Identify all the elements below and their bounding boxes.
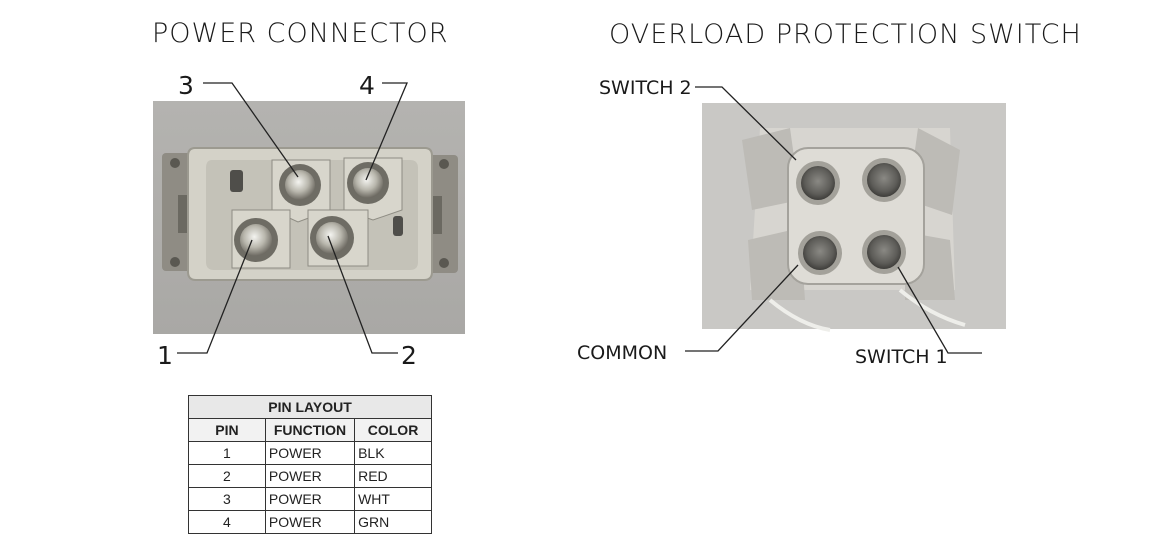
table-row: 3 POWER WHT — [188, 487, 432, 511]
header-function: FUNCTION — [264, 418, 356, 442]
function-cell: POWER — [264, 464, 356, 488]
header-color: COLOR — [354, 418, 432, 442]
pin-layout-caption: PIN LAYOUT — [188, 395, 432, 419]
pin-number-2: 2 — [401, 341, 417, 370]
pin-number-4: 4 — [359, 71, 375, 100]
leader-lines — [177, 82, 982, 354]
leader-pin-1 — [177, 239, 253, 354]
power-connector-title: POWER CONNECTOR — [152, 18, 449, 49]
connector-pin-1 — [231, 209, 291, 269]
switch-2-label: SWITCH 2 — [599, 77, 692, 99]
leader-pin-4 — [365, 82, 408, 181]
leader-pin-3 — [203, 82, 299, 178]
switch-terminal-top-left — [796, 161, 840, 205]
power-connector-photo — [153, 101, 465, 334]
switch-terminal-top-right — [862, 158, 906, 202]
connector-pin-4 — [343, 157, 403, 221]
pin-number-3: 3 — [178, 71, 194, 100]
function-cell: POWER — [264, 510, 356, 534]
connector-pin-2 — [307, 209, 369, 267]
color-cell: GRN — [354, 510, 432, 534]
table-row: 4 POWER GRN — [188, 510, 432, 534]
color-cell: RED — [354, 464, 432, 488]
color-cell: WHT — [354, 487, 432, 511]
table-row: 1 POWER BLK — [188, 441, 432, 465]
pin-layout-table: PIN LAYOUT PIN FUNCTION COLOR 1 POWER BL… — [188, 395, 432, 534]
color-cell: BLK — [354, 441, 432, 465]
pin-cell: 1 — [188, 441, 266, 465]
pin-cell: 3 — [188, 487, 266, 511]
common-label: COMMON — [577, 342, 668, 364]
switch-terminal-bottom-right — [862, 230, 906, 274]
function-cell: POWER — [264, 487, 356, 511]
overload-switch-title: OVERLOAD PROTECTION SWITCH — [609, 19, 1082, 50]
leader-switch-1 — [897, 266, 982, 354]
leader-common — [685, 264, 799, 352]
function-cell: POWER — [264, 441, 356, 465]
pin-cell: 4 — [188, 510, 266, 534]
pin-number-1: 1 — [157, 341, 173, 370]
pin-cell: 2 — [188, 464, 266, 488]
connector-pin-3 — [271, 159, 331, 223]
header-pin: PIN — [188, 418, 266, 442]
switch-terminal-bottom-left — [798, 231, 842, 275]
table-row: 2 POWER RED — [188, 464, 432, 488]
switch-1-label: SWITCH 1 — [855, 346, 948, 368]
overload-switch-photo — [702, 103, 1006, 332]
leader-pin-2 — [327, 235, 398, 354]
leader-switch-2 — [695, 86, 797, 161]
